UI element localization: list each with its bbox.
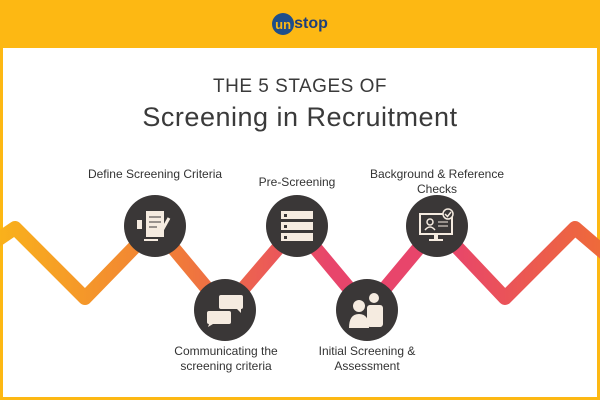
list-icon <box>281 211 313 241</box>
stage-5-node <box>406 195 468 257</box>
stage-4-label: Initial Screening & Assessment <box>318 344 416 373</box>
interview-icon <box>349 293 383 328</box>
stage-1-label: Define Screening Criteria <box>87 167 223 181</box>
stage-2-node <box>194 279 256 341</box>
stage-1-node <box>124 195 186 257</box>
stage-2-label: Communicating the screening criteria <box>174 344 278 373</box>
stage-3-node <box>266 195 328 257</box>
page-title: Screening in Recruitment <box>142 102 458 132</box>
chat-bubbles-icon <box>207 295 243 327</box>
logo-badge: un <box>272 13 295 35</box>
stage-5-label: Background & Reference Checks <box>369 167 505 196</box>
logo-text: stop <box>294 15 328 32</box>
document-edit-icon <box>137 211 171 241</box>
stage-3-label: Pre-Screening <box>258 175 336 189</box>
profile-check-icon <box>419 208 454 241</box>
stage-4-node <box>336 279 398 341</box>
subtitle: THE 5 STAGES OF <box>213 76 387 97</box>
